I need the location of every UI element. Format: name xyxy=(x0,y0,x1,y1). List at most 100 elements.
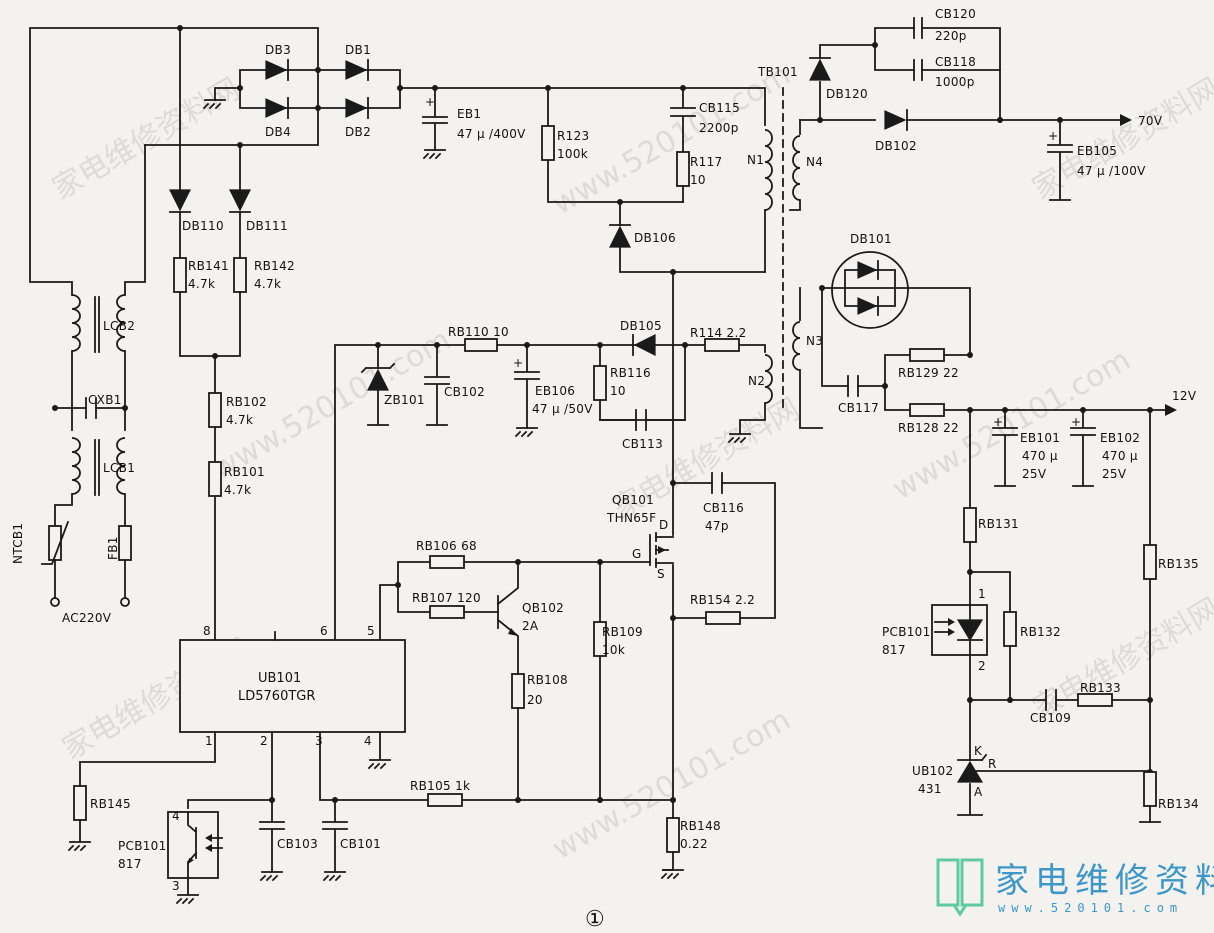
value-RB141: 4.7k xyxy=(188,277,215,291)
input-section: DB3 DB1 DB4 DB2 DB110 DB111 RB141 4.7k R… xyxy=(11,25,403,641)
plus-sign: + xyxy=(1048,129,1058,143)
ic-part: LD5760TGR xyxy=(238,689,315,704)
label-DB120: DB120 xyxy=(826,87,868,101)
value-R123: 100k xyxy=(557,147,588,161)
label-DB111: DB111 xyxy=(246,219,288,233)
label-EB101: EB101 xyxy=(1020,431,1060,445)
value-EB1: 47 μ /400V xyxy=(457,127,526,141)
label-R123: R123 xyxy=(557,129,589,143)
label-EB1: EB1 xyxy=(457,107,481,121)
label-CB101: CB101 xyxy=(340,837,381,851)
label-DB1: DB1 xyxy=(345,43,371,57)
output-12v: DB101 N3 CB117 RB129 22 RB128 22 12V + E… xyxy=(792,232,1199,823)
label-DB106: DB106 xyxy=(634,231,676,245)
ic-ub101: UB101 LD5760TGR 8 6 5 1 2 3 4 RB145 CB10… xyxy=(67,624,406,905)
value-RB148: 0.22 xyxy=(680,837,708,851)
ic-pin-4: 4 xyxy=(364,734,372,748)
pin-2: 2 xyxy=(978,659,986,673)
label-RB141: RB141 xyxy=(188,259,229,273)
label-RB135: RB135 xyxy=(1158,557,1199,571)
label-CB103: CB103 xyxy=(277,837,318,851)
label-RB105: RB105 1k xyxy=(410,779,470,793)
label-CB118: CB118 xyxy=(935,55,976,69)
ic-pin-2: 2 xyxy=(260,734,268,748)
label-TB101: TB101 xyxy=(757,65,798,79)
label-EB105: EB105 xyxy=(1077,144,1117,158)
value-PCB101-led: 817 xyxy=(882,643,906,657)
label-RB132: RB132 xyxy=(1020,625,1061,639)
label-RB109: RB109 xyxy=(602,625,643,639)
label-12V-output: 12V xyxy=(1172,389,1197,403)
ic-pin-5: 5 xyxy=(367,624,375,638)
value-RB108: 20 xyxy=(527,693,543,707)
value-EB106: 47 μ /50V xyxy=(532,402,593,416)
label-N1: N1 xyxy=(747,153,764,167)
label-LCB2: LCB2 xyxy=(103,319,135,333)
label-RB145: RB145 xyxy=(90,797,131,811)
plus-sign: + xyxy=(425,95,435,109)
pin-R: R xyxy=(988,757,997,771)
ic-pin-6: 6 xyxy=(320,624,328,638)
label-EB102: EB102 xyxy=(1100,431,1140,445)
label-AC220V: AC220V xyxy=(62,611,112,625)
pin-3: 3 xyxy=(172,879,180,893)
label-R114: R114 2.2 xyxy=(690,326,747,340)
label-RB101: RB101 xyxy=(224,465,265,479)
label-CB120: CB120 xyxy=(935,7,976,21)
ic-pin-3: 3 xyxy=(315,734,323,748)
label-RB154: RB154 2.2 xyxy=(690,593,755,607)
label-PCB101-led: PCB101 xyxy=(882,625,931,639)
site-logo: 家电维修资料网 www.520101.com xyxy=(936,858,1214,917)
value-PCB101-transistor: 817 xyxy=(118,857,142,871)
value-CB120: 220p xyxy=(935,29,967,43)
label-RB102: RB102 xyxy=(226,395,267,409)
label-ZB101: ZB101 xyxy=(384,393,425,407)
watermark-cn: 家电维修资料网 xyxy=(1027,592,1214,727)
value-EB101: 470 μ xyxy=(1022,449,1058,463)
label-QB101: QB101 xyxy=(612,493,654,507)
pin-S: S xyxy=(657,567,665,581)
label-RB107: RB107 120 xyxy=(412,591,481,605)
value-EB102: 470 μ xyxy=(1102,449,1138,463)
value-EB102-voltage: 25V xyxy=(1102,467,1127,481)
figure-number: ① xyxy=(585,907,605,932)
label-RB131: RB131 xyxy=(978,517,1019,531)
value-QB101: THN65F xyxy=(606,511,656,525)
label-N2: N2 xyxy=(748,374,765,388)
value-CB115: 2200p xyxy=(699,121,739,135)
aux-supply: ZB101 CB102 RB110 10 + EB106 47 μ /50V R… xyxy=(334,319,773,641)
ic-pin-1: 1 xyxy=(205,734,213,748)
label-DB3: DB3 xyxy=(265,43,291,57)
label-PCB101-transistor: PCB101 xyxy=(118,839,167,853)
label-RB106: RB106 68 xyxy=(416,539,477,553)
label-N4: N4 xyxy=(806,155,823,169)
logo-url: www.520101.com xyxy=(998,901,1183,915)
label-CB109: CB109 xyxy=(1030,711,1071,725)
output-70v: DB120 CB120 220p CB118 1000p DB102 70V +… xyxy=(789,7,1163,211)
label-CB102: CB102 xyxy=(444,385,485,399)
label-N3: N3 xyxy=(806,334,823,348)
pin-G: G xyxy=(632,547,642,561)
label-CB113: CB113 xyxy=(622,437,663,451)
value-EB105: 47 μ /100V xyxy=(1077,164,1146,178)
label-CB117: CB117 xyxy=(838,401,879,415)
label-R117: R117 xyxy=(690,155,722,169)
ic-name: UB101 xyxy=(258,671,301,686)
label-CXB1: CXB1 xyxy=(88,393,122,407)
plus-sign: + xyxy=(1071,415,1081,429)
label-FB1: FB1 xyxy=(106,536,120,560)
label-RB142: RB142 xyxy=(254,259,295,273)
label-RB110: RB110 10 xyxy=(448,325,509,339)
label-DB110: DB110 xyxy=(182,219,224,233)
primary-section: + EB1 47 μ /400V R123 100k CB115 2200p R… xyxy=(399,65,798,411)
value-CB116: 47p xyxy=(705,519,729,533)
label-EB106: EB106 xyxy=(535,384,575,398)
ic-pin-8: 8 xyxy=(203,624,211,638)
logo-text: 家电维修资料网 xyxy=(995,861,1214,901)
label-CB115: CB115 xyxy=(699,101,740,115)
pin-1: 1 xyxy=(978,587,986,601)
label-DB4: DB4 xyxy=(265,125,291,139)
pin-D: D xyxy=(659,518,669,532)
plus-sign: + xyxy=(993,415,1003,429)
